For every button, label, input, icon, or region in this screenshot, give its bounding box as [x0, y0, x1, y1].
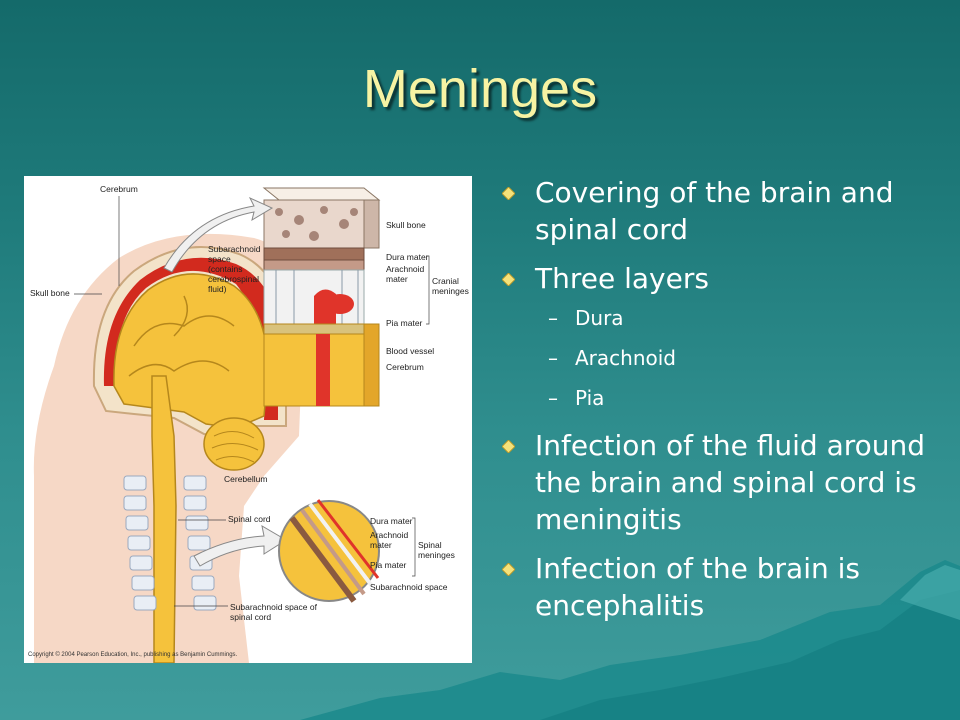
svg-text:Arachnoid: Arachnoid: [386, 264, 425, 274]
svg-text:Dura mater: Dura mater: [386, 252, 429, 262]
svg-text:Skull bone: Skull bone: [386, 220, 426, 230]
svg-text:Copyright © 2004 Pearson Educa: Copyright © 2004 Pearson Education, Inc.…: [28, 651, 238, 658]
svg-text:Cerebellum: Cerebellum: [224, 474, 267, 484]
svg-text:Spinal: Spinal: [418, 540, 442, 550]
sub-bullet-dash: –: [548, 386, 558, 410]
vertebrae: [123, 475, 217, 611]
sub-bullet-text: Arachnoid: [575, 346, 676, 370]
svg-text:meninges: meninges: [418, 550, 455, 560]
diamond-bullet-icon: [502, 273, 515, 286]
sub-bullet-text: Dura: [575, 306, 624, 330]
svg-text:space: space: [208, 254, 231, 264]
svg-text:spinal cord: spinal cord: [230, 612, 271, 622]
svg-text:cerebrospinal: cerebrospinal: [208, 274, 259, 284]
sub-bullet-item: – Arachnoid: [502, 343, 942, 373]
svg-text:Cerebrum: Cerebrum: [386, 362, 424, 372]
sub-bullet-item: – Pia: [502, 383, 942, 413]
svg-text:Subarachnoid space: Subarachnoid space: [370, 582, 448, 592]
spinal-cord: [151, 375, 177, 663]
svg-text:Blood vessel: Blood vessel: [386, 346, 434, 356]
zoom-arrow-top: [163, 196, 274, 273]
bullet-item: Three layers: [502, 260, 942, 297]
svg-text:Cranial: Cranial: [432, 276, 459, 286]
bullet-item: Infection of the brain is encephalitis: [502, 550, 942, 624]
bullet-text: Covering of the brain and spinal cord: [535, 176, 894, 246]
cerebellum: [203, 417, 265, 471]
bullet-item: Infection of the fluid around the brain …: [502, 427, 942, 538]
sub-bullet-dash: –: [548, 346, 558, 370]
svg-text:Arachnoid: Arachnoid: [370, 530, 409, 540]
sub-bullet-item: – Dura: [502, 303, 942, 333]
svg-text:Subarachnoid: Subarachnoid: [208, 244, 261, 254]
svg-text:mater: mater: [386, 274, 408, 284]
meninges-illustration: Cerebrum Skull bone Subarachnoid space (…: [28, 184, 469, 663]
bullet-text: Infection of the brain is encephalitis: [535, 552, 860, 622]
diamond-bullet-icon: [502, 187, 515, 200]
diamond-bullet-icon: [502, 440, 515, 453]
diamond-bullet-icon: [502, 563, 515, 576]
svg-text:mater: mater: [370, 540, 392, 550]
bullet-text: Infection of the fluid around the brain …: [535, 429, 926, 536]
meninges-figure: Cerebrum Skull bone Subarachnoid space (…: [24, 176, 472, 663]
svg-text:meninges: meninges: [432, 286, 469, 296]
sub-bullet-dash: –: [548, 306, 558, 330]
svg-text:Dura mater: Dura mater: [370, 516, 413, 526]
zoom-arrow-bottom: [193, 525, 287, 567]
svg-text:fluid): fluid): [208, 284, 227, 294]
svg-text:(contains: (contains: [208, 264, 243, 274]
bullet-text: Three layers: [535, 262, 709, 295]
svg-text:Spinal cord: Spinal cord: [228, 514, 271, 524]
svg-text:Pia mater: Pia mater: [370, 560, 407, 570]
slide-title: Meninges: [362, 59, 598, 119]
cranial-meninges-block: [262, 187, 381, 407]
spinal-meninges-circle: [278, 499, 380, 603]
bullet-list: Covering of the brain and spinal cord Th…: [502, 174, 942, 636]
sub-bullet-text: Pia: [575, 386, 605, 410]
svg-text:Skull bone: Skull bone: [30, 288, 70, 298]
bullet-item: Covering of the brain and spinal cord: [502, 174, 942, 248]
svg-text:Pia mater: Pia mater: [386, 318, 423, 328]
svg-text:Subarachnoid space of: Subarachnoid space of: [230, 602, 318, 612]
svg-text:Cerebrum: Cerebrum: [100, 184, 138, 194]
